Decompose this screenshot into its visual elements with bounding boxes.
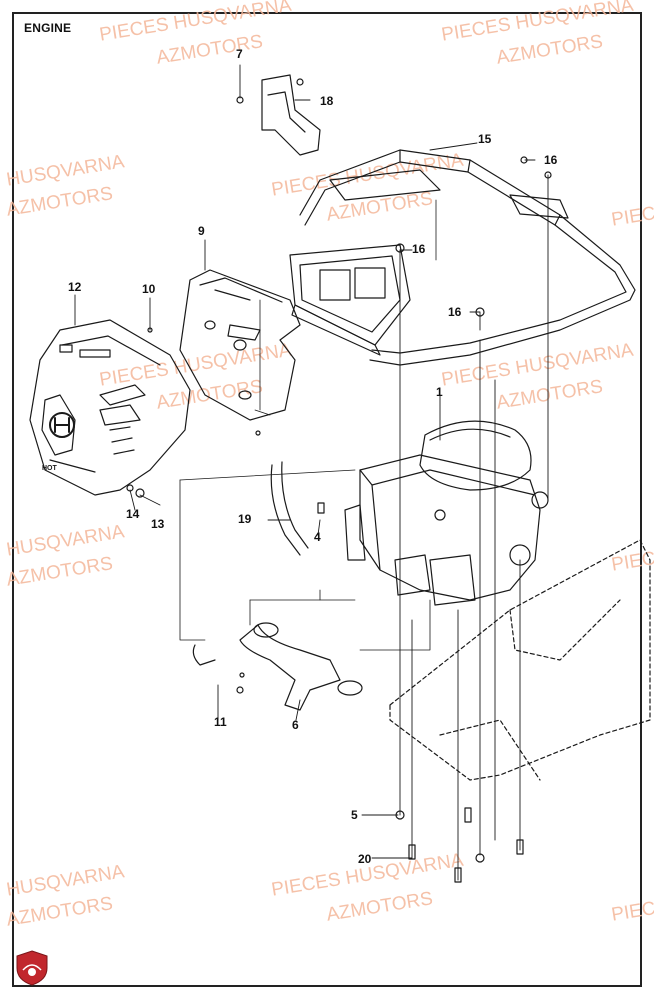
- callout-label: 12: [68, 280, 82, 294]
- shield-logo-icon: [16, 950, 48, 986]
- callout-label: 16: [544, 153, 558, 167]
- rear-cover-part: [179, 269, 301, 421]
- callout-label: 6: [292, 718, 299, 732]
- exhaust-pipe-part: [192, 622, 363, 711]
- leader-lines: [74, 64, 549, 881]
- engine-frame-part: [299, 149, 636, 366]
- diagram-title: ENGINE: [24, 21, 72, 35]
- callout-label: 19: [238, 512, 252, 526]
- callout-label: 4: [314, 530, 321, 544]
- heat-shield-part: [261, 74, 321, 156]
- bolt-hardware: [126, 78, 552, 883]
- callout-label: 1: [436, 385, 443, 399]
- hood-hot-label: HOT: [42, 465, 58, 472]
- callout-label: 18: [320, 94, 334, 108]
- callout-label: 11: [214, 715, 227, 729]
- callout-label: 5: [351, 808, 358, 822]
- callout-label: 15: [478, 132, 492, 146]
- callout-label: 16: [448, 305, 462, 319]
- chassis-plate-part: [389, 539, 651, 781]
- callout-label: 13: [151, 517, 165, 531]
- assembly-guides: [179, 199, 437, 651]
- callout-label: 9: [198, 224, 205, 238]
- callout-label: 20: [358, 852, 372, 866]
- front-hood-part: [29, 319, 191, 496]
- callout-label: 16: [412, 242, 426, 256]
- callout-label: 14: [126, 507, 140, 521]
- hose-part: [270, 461, 309, 556]
- callout-label: 7: [236, 47, 243, 61]
- husqvarna-emblem-icon: [49, 412, 75, 438]
- mounting-bracket-part: [289, 244, 411, 356]
- engine-part: [344, 420, 549, 606]
- callout-label: 10: [142, 282, 156, 296]
- diagram-frame: [12, 12, 642, 987]
